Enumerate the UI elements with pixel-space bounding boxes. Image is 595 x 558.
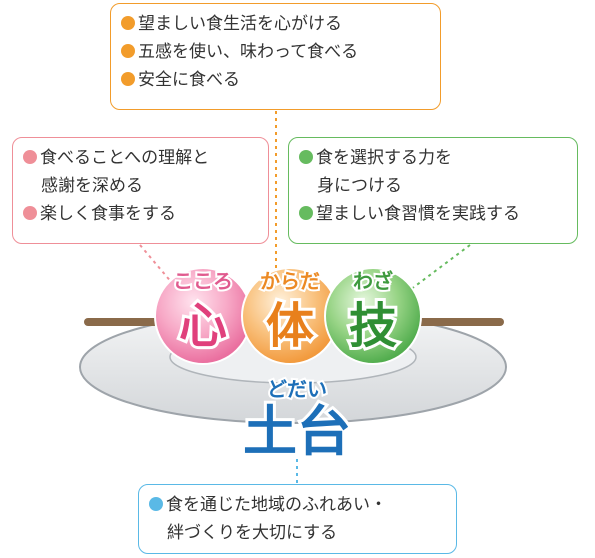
list-item: 食べることへの理解と [23, 144, 258, 172]
bullet-dot-icon [23, 150, 37, 164]
list-item-continuation: 身につける [317, 176, 402, 196]
bullet-dot-icon [149, 497, 163, 511]
waza-kanji: 技 [349, 298, 397, 354]
bullet-dot-icon [121, 16, 135, 30]
foundation-reading: どだい [267, 377, 327, 401]
box-right: 食を選択する力を 身につける 望ましい食習慣を実践する [288, 137, 578, 244]
list-item-continuation: 絆づくりを大切にする [167, 523, 338, 543]
bullet-dot-icon [299, 206, 313, 220]
list-item: 安全に食べる [121, 66, 430, 94]
box-left: 食べることへの理解と 感謝を深める 楽しく食事をする [12, 137, 269, 244]
karada-reading: からだ [260, 269, 320, 293]
list-item: 五感を使い、味わって食べる [121, 38, 430, 66]
bullet-dot-icon [299, 150, 313, 164]
list-item: 望ましい食生活を心がける [121, 10, 430, 38]
bullet-dot-icon [23, 206, 37, 220]
list-item: 望ましい食習慣を実践する [299, 200, 567, 228]
bullet-dot-icon [121, 72, 135, 86]
kokoro-kanji: 心 [179, 298, 227, 354]
foundation-kanji: 土台 [243, 400, 351, 463]
connector-right [409, 244, 471, 291]
bullet-dot-icon [121, 44, 135, 58]
list-item: 食を選択する力を [299, 144, 567, 172]
dango-waza-ball [324, 267, 422, 365]
karada-kanji: 体 [266, 298, 314, 354]
box-bottom: 食を通じた地域のふれあい・ 絆づくりを大切にする [138, 484, 457, 554]
box-top: 望ましい食生活を心がける 五感を使い、味わって食べる 安全に食べる [110, 3, 441, 110]
list-item-continuation: 感謝を深める [41, 176, 143, 196]
kokoro-reading: こころ [173, 269, 233, 293]
waza-reading: わざ [353, 269, 393, 293]
list-item: 食を通じた地域のふれあい・ [149, 491, 446, 519]
list-item: 楽しく食事をする [23, 200, 258, 228]
